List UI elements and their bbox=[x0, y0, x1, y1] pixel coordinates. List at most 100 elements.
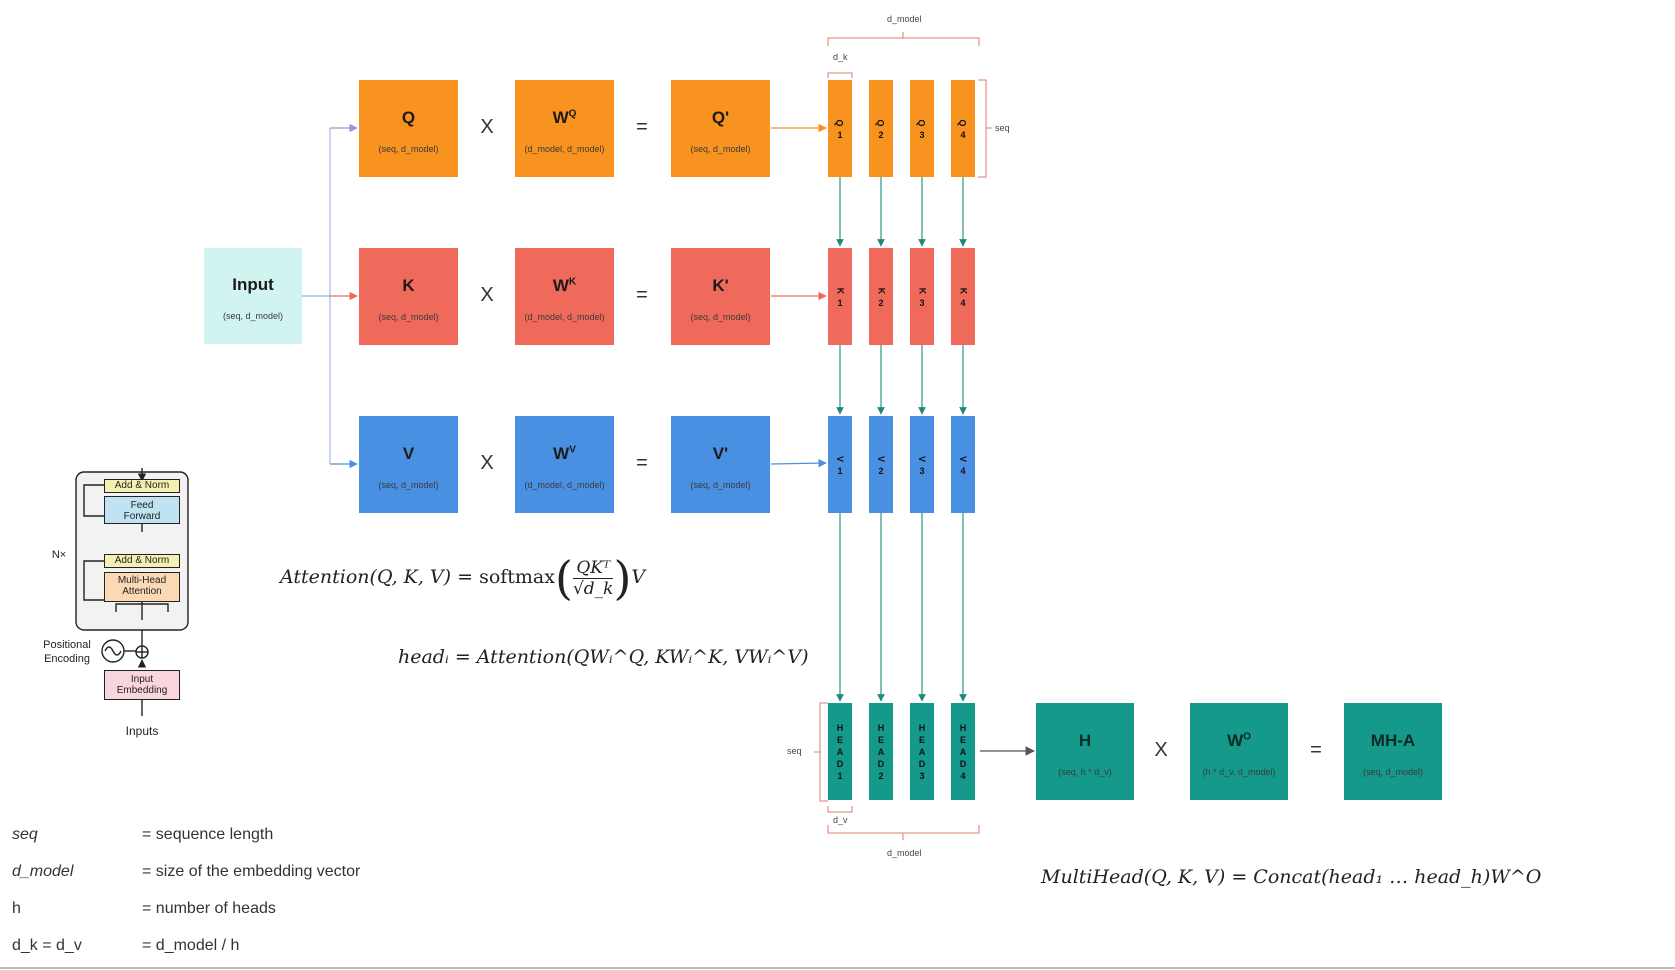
v-prime-dim: (seq, d_model) bbox=[690, 479, 751, 490]
legend-term-dk-dv: d_k = d_v bbox=[12, 937, 82, 954]
k-matrix: K (seq, d_model) bbox=[359, 248, 458, 345]
wq-dim: (d_model, d_model) bbox=[524, 143, 605, 154]
v-prime-matrix: V' (seq, d_model) bbox=[671, 416, 770, 513]
k-times: X bbox=[480, 284, 494, 306]
wq-label: W bbox=[552, 107, 569, 127]
input-fanout-arrows bbox=[302, 123, 358, 469]
wv-matrix: WV (d_model, d_model) bbox=[515, 416, 614, 513]
mha-dim: (seq, d_model) bbox=[1362, 766, 1424, 777]
legend-def-dk-dv: = d_model / h bbox=[142, 937, 240, 954]
attention-formula: Attention(Q, K, V) = softmax(QKᵀ√d_k)V bbox=[280, 551, 646, 605]
multihead-formula: MultiHead(Q, K, V) = Concat(head₁ … head… bbox=[1041, 866, 1542, 888]
h-matrix: H (seq, h * d_v) bbox=[1036, 703, 1134, 800]
k-prime-label: K' bbox=[712, 275, 729, 295]
attention-denominator: √d_k bbox=[572, 578, 614, 599]
k-prime-matrix: K' (seq, d_model) bbox=[671, 248, 770, 345]
v-equals: = bbox=[636, 452, 648, 474]
k-prime-dim: (seq, d_model) bbox=[690, 311, 751, 322]
wq-matrix: WQ (d_model, d_model) bbox=[515, 80, 614, 177]
q-matrix-label: Q bbox=[401, 107, 416, 127]
attention-numerator: QKᵀ bbox=[572, 558, 614, 579]
tb-positional-encoding: Positional Encoding bbox=[43, 639, 91, 665]
dim-dk: d_k bbox=[833, 52, 848, 62]
input-box: Input (seq, d_model) bbox=[204, 248, 302, 344]
v-matrix-dim: (seq, d_model) bbox=[378, 479, 439, 490]
output-times: X bbox=[1154, 739, 1168, 761]
legend-term-dmodel: d_model bbox=[12, 863, 74, 880]
q-prime-label: Q' bbox=[711, 107, 730, 127]
dim-seq-left: seq bbox=[787, 746, 802, 756]
mha-matrix: MH-A (seq, d_model) bbox=[1344, 703, 1442, 800]
attention-lhs: Attention(Q, K, V) = bbox=[280, 566, 480, 588]
wk-label: W bbox=[552, 275, 569, 295]
v-matrix-label: V bbox=[402, 443, 415, 463]
tb-feed-forward: Feed Forward bbox=[104, 496, 180, 524]
wo-sup: O bbox=[1243, 730, 1251, 742]
attention-softmax: softmax bbox=[479, 566, 555, 588]
input-box-label: Input bbox=[232, 275, 274, 294]
k-matrix-dim: (seq, d_model) bbox=[378, 311, 439, 322]
q-prime-matrix: Q' (seq, d_model) bbox=[671, 80, 770, 177]
legend-term-seq: seq bbox=[12, 826, 38, 843]
wv-dim: (d_model, d_model) bbox=[524, 479, 605, 490]
q-prime-dim: (seq, d_model) bbox=[690, 143, 751, 154]
split-arrows bbox=[770, 123, 827, 468]
dim-dv: d_v bbox=[833, 815, 848, 825]
wo-dim: (h * d_v, d_model) bbox=[1202, 766, 1276, 777]
wq-sup: Q bbox=[568, 107, 577, 119]
k-equals: = bbox=[636, 284, 648, 306]
k-matrix-label: K bbox=[402, 275, 415, 295]
v-times: X bbox=[480, 452, 494, 474]
output-equals: = bbox=[1310, 739, 1322, 761]
wk-dim: (d_model, d_model) bbox=[524, 311, 605, 322]
dim-seq-right: seq bbox=[995, 123, 1010, 133]
wo-label: W bbox=[1227, 730, 1244, 750]
tb-inputs: Inputs bbox=[125, 724, 159, 738]
wv-label: W bbox=[553, 443, 570, 463]
legend-term-h: h bbox=[12, 900, 21, 917]
tb-multi-head: Multi-Head Attention bbox=[104, 572, 180, 602]
wk-sup: K bbox=[568, 275, 577, 287]
dim-dmodel-bottom: d_model bbox=[887, 848, 922, 858]
legend-def-h: = number of heads bbox=[142, 900, 276, 917]
q-equals: = bbox=[636, 116, 648, 138]
dim-dmodel-top: d_model bbox=[887, 14, 922, 24]
vertical-arrows bbox=[836, 177, 967, 702]
tb-add-norm-bottom: Add & Norm bbox=[104, 554, 180, 568]
wo-matrix: WO (h * d_v, d_model) bbox=[1190, 703, 1288, 800]
bottom-divider bbox=[0, 967, 1675, 969]
q-times: X bbox=[480, 116, 494, 138]
q-matrix-dim: (seq, d_model) bbox=[378, 143, 439, 154]
legend-def-seq: = sequence length bbox=[142, 826, 274, 843]
h-matrix-label: H bbox=[1078, 730, 1092, 750]
h-matrix-dim: (seq, h * d_v) bbox=[1058, 766, 1112, 777]
tb-nx: N× bbox=[51, 549, 67, 561]
brackets bbox=[814, 32, 992, 840]
v-matrix: V (seq, d_model) bbox=[359, 416, 458, 513]
legend-def-dmodel: = size of the embedding vector bbox=[142, 863, 361, 880]
v-prime-label: V' bbox=[712, 443, 729, 463]
head-formula: headᵢ = Attention(QWᵢ^Q, KWᵢ^K, VWᵢ^V) bbox=[398, 646, 809, 668]
attention-tail: V bbox=[631, 566, 646, 588]
tb-add-norm-top: Add & Norm bbox=[104, 479, 180, 493]
tb-input-embedding: Input Embedding bbox=[104, 670, 180, 700]
wk-matrix: WK (d_model, d_model) bbox=[515, 248, 614, 345]
q-matrix: Q (seq, d_model) bbox=[359, 80, 458, 177]
mha-label: MH-A bbox=[1370, 730, 1416, 750]
wv-sup: V bbox=[569, 443, 576, 455]
